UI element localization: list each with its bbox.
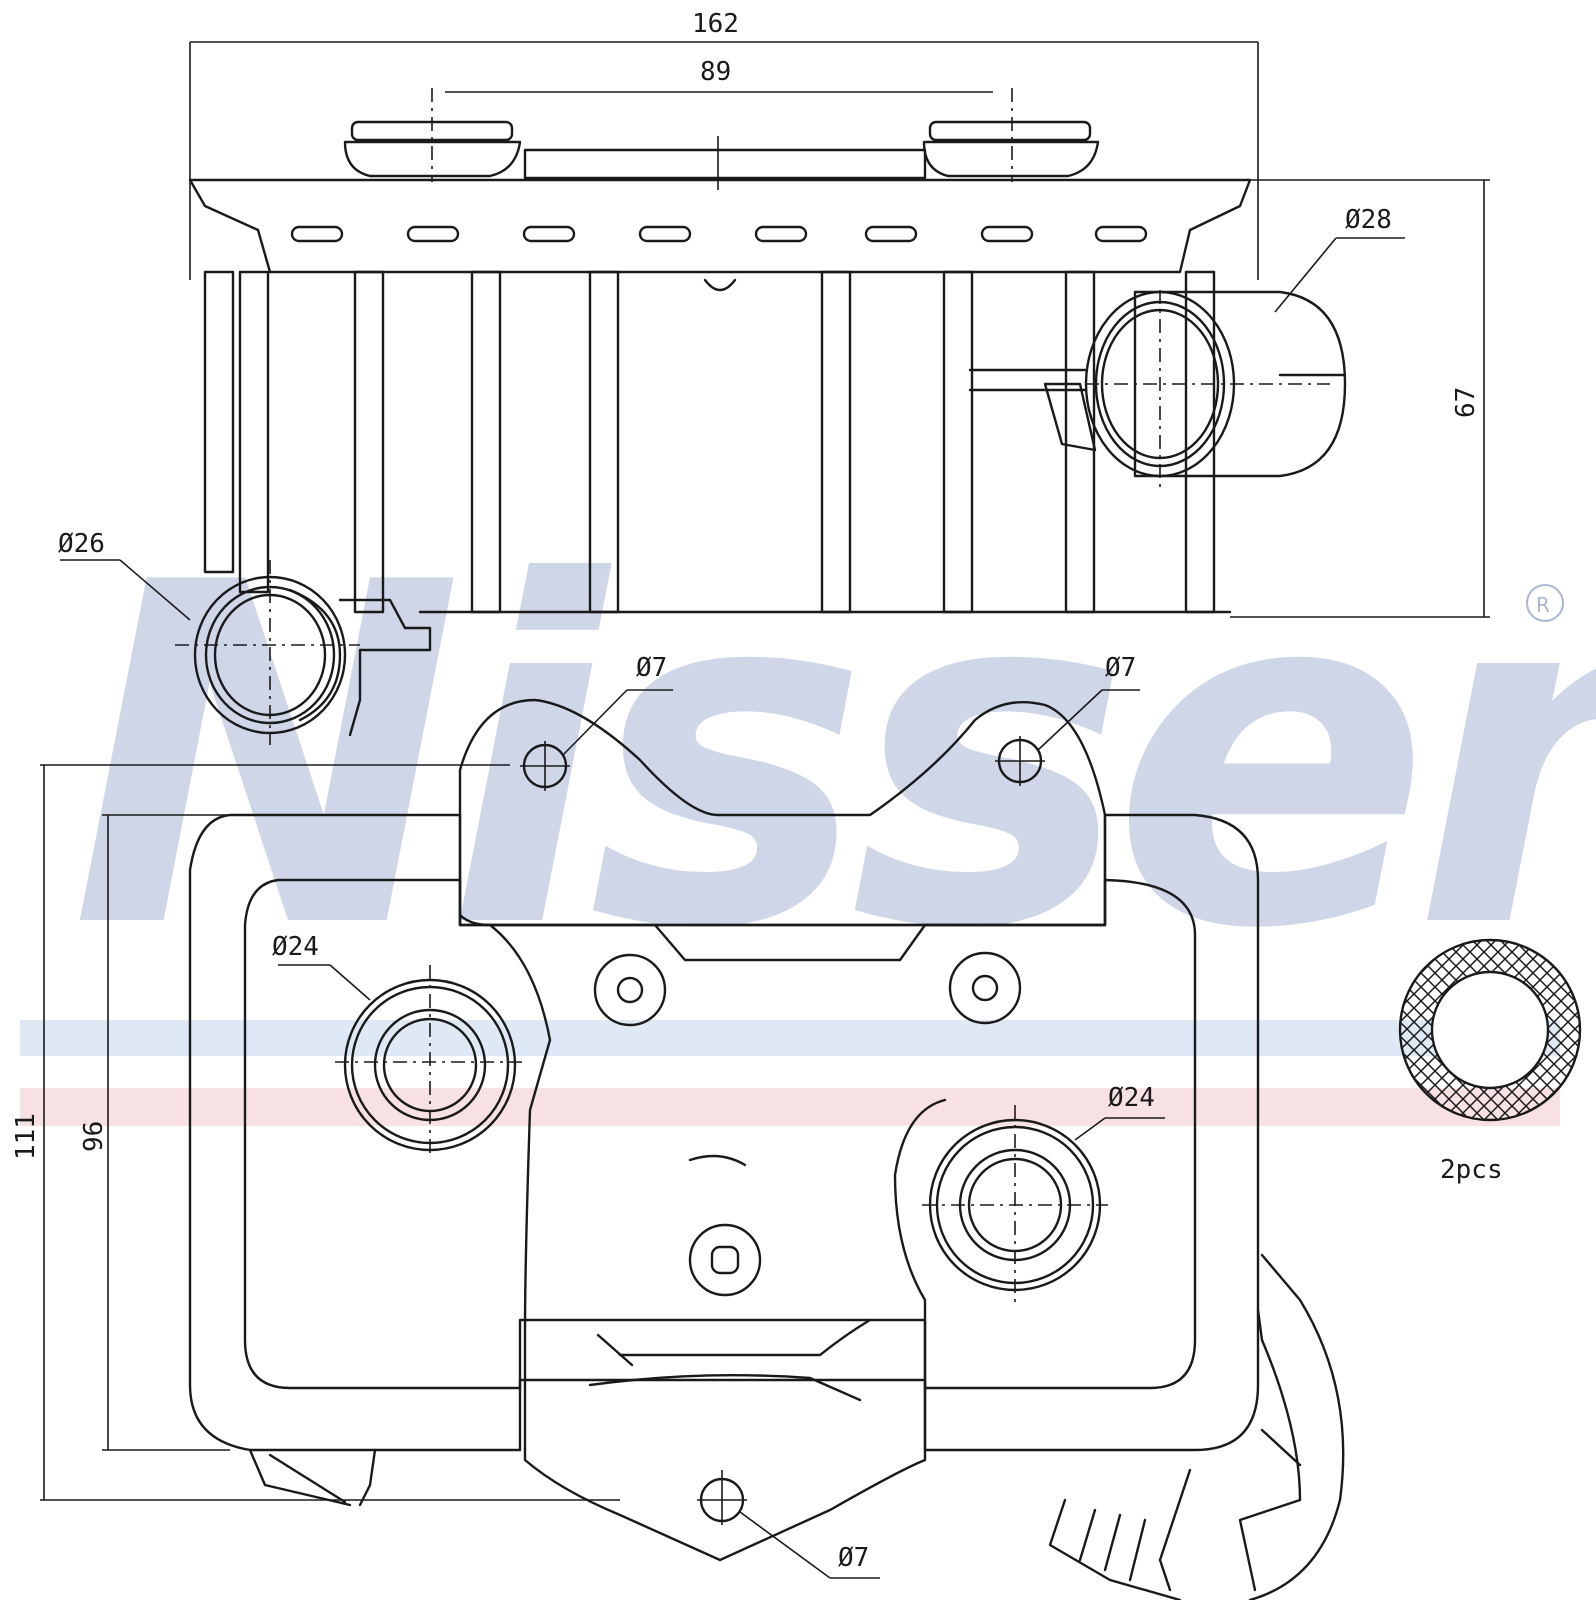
boss-center [688, 1223, 762, 1297]
seal-quantity-label: 2pcs [1440, 1155, 1503, 1185]
outlet-right [1043, 237, 1405, 490]
dimension-height-111: 111 [11, 1113, 41, 1160]
center-plate [488, 923, 947, 1562]
dimension-spacing-89: 89 [700, 57, 731, 87]
top-flange [458, 698, 1107, 927]
registered-mark-letter: R [1536, 593, 1550, 617]
hole-top-right [995, 689, 1140, 786]
dimension-height-67: 67 [1451, 387, 1481, 418]
plan-view: 111 96 Ø7 [11, 653, 1345, 1600]
base-plate-outer [188, 813, 1260, 1452]
watermark-blue-band [20, 1020, 1560, 1056]
label-hole-right-dia: Ø7 [1105, 653, 1136, 683]
port-right [922, 1105, 1165, 1308]
dimension-width-162: 162 [692, 9, 739, 39]
hole-top-left [520, 689, 673, 791]
cooler-fins [203, 270, 1232, 614]
side-view: 162 89 [58, 9, 1490, 745]
label-hole-left-dia: Ø7 [636, 653, 667, 683]
nipple-right [922, 120, 1100, 178]
seal-ring [1398, 938, 1582, 1122]
dimension-height-96: 96 [79, 1121, 109, 1152]
watermark: Nissens R [20, 484, 1596, 1126]
plate-slots [290, 225, 1148, 243]
port-left [278, 964, 522, 1158]
nipple-left [343, 120, 522, 178]
hole-bottom [697, 1470, 880, 1579]
watermark-red-band [20, 1088, 1560, 1126]
label-outlet-right-dia: Ø28 [1345, 205, 1392, 235]
label-outlet-left-dia: Ø26 [58, 529, 105, 559]
outlet-pipe-lower-right [1048, 1253, 1345, 1600]
base-plate-inner [243, 878, 1197, 1390]
outlet-left [60, 559, 432, 745]
boss-right [948, 951, 1022, 1025]
label-hole-bottom-dia: Ø7 [838, 1543, 869, 1573]
label-port-right-dia: Ø24 [1108, 1083, 1155, 1113]
label-port-left-dia: Ø24 [272, 932, 319, 962]
top-plate [188, 178, 1252, 274]
registered-mark-icon [1526, 584, 1564, 622]
watermark-logo: Nissens [70, 484, 1596, 1031]
boss-left [593, 953, 667, 1027]
